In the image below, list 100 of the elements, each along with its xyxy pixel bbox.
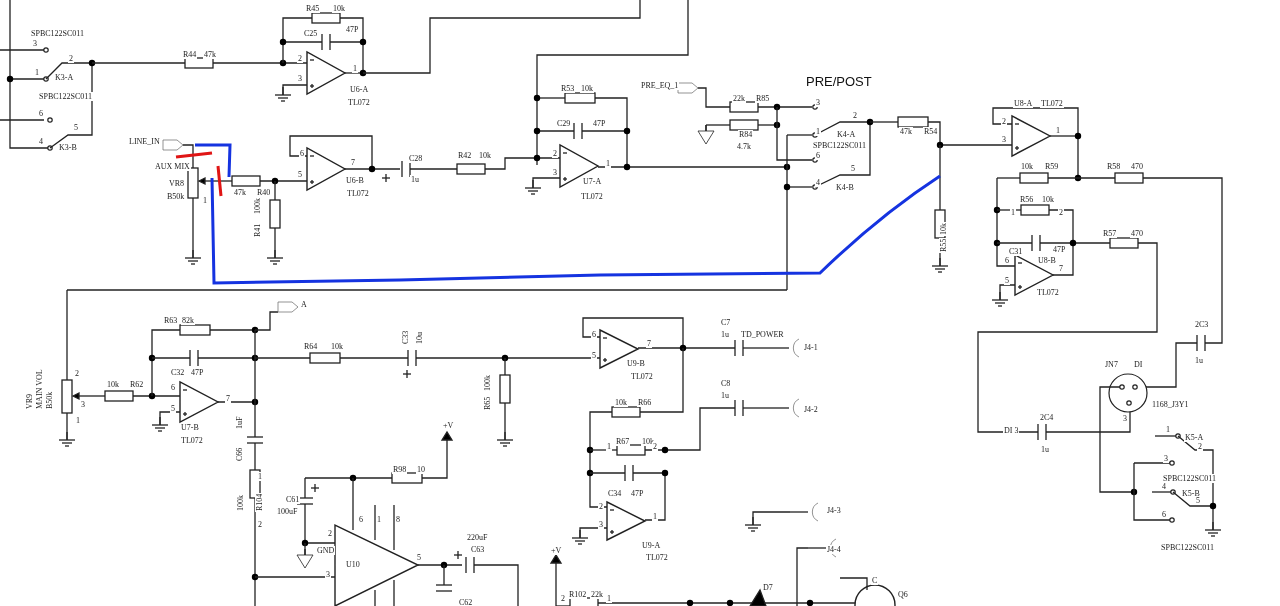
pin-number: 2 [560, 594, 566, 603]
pin-number: 3 [815, 98, 821, 107]
component-label: 100k [236, 494, 245, 512]
component-label: 1u [1194, 356, 1204, 365]
component-label: 10k [580, 84, 594, 93]
component-label: 1u [410, 175, 420, 184]
component-label: C61 [285, 495, 301, 504]
component-label: U6-A [349, 85, 370, 94]
component-label: 82k [181, 316, 195, 325]
component-label: R53 [560, 84, 576, 93]
pin-number: 4 [815, 178, 821, 187]
component-label: U9-B [626, 359, 646, 368]
component-label: R67 [615, 437, 631, 446]
component-label: TL072 [1040, 99, 1064, 108]
component-label: 47k [203, 50, 217, 59]
net-label: DI 3 [1003, 426, 1020, 435]
component-label: J4-3 [826, 506, 842, 515]
component-label: SPBC122SC011 [30, 29, 86, 38]
pin-number: 6 [38, 109, 44, 118]
heading: PRE/POST [805, 75, 873, 89]
pin-number: 3 [32, 39, 38, 48]
pin-number: 6 [1161, 510, 1167, 519]
component-label: R58 [1106, 162, 1122, 171]
pin-number: 1 [605, 159, 611, 168]
component-label: 10k [614, 398, 628, 407]
component-label: U10 [345, 560, 361, 569]
component-label: K3-A [54, 73, 75, 82]
component-label: 4.7k [736, 142, 752, 151]
component-label: U7-A [582, 177, 603, 186]
component-label: TL072 [346, 189, 370, 198]
pin-number: 3 [552, 168, 558, 177]
component-label: TL072 [580, 192, 604, 201]
component-label: U7-B [180, 423, 200, 432]
pin-number: 2 [297, 54, 303, 63]
pin-number: 1 [34, 68, 40, 77]
pin-number: 4 [38, 137, 44, 146]
component-label: J4-1 [803, 343, 819, 352]
component-label: 47P [190, 368, 205, 377]
pin-number: 5 [416, 553, 422, 562]
component-label: R84 [738, 130, 754, 139]
component-label: C34 [607, 489, 623, 498]
pin-number: 2 [257, 520, 263, 529]
pin-number: 2 [652, 442, 658, 451]
net-label: +V [550, 546, 563, 555]
component-label: R59 [1044, 162, 1060, 171]
pin-number: 3 [1001, 135, 1007, 144]
component-label: 1168_J3Y1 [1151, 400, 1190, 409]
component-label: C29 [556, 119, 572, 128]
component-label: 47k [899, 127, 913, 136]
component-label: 47P [592, 119, 607, 128]
component-label: MAIN VOL [35, 368, 44, 410]
component-label: Q6 [897, 590, 909, 599]
pin-number: 8 [395, 515, 401, 524]
component-label: R65 [483, 395, 492, 411]
pin-number: 4 [1161, 482, 1167, 491]
pin-number: 3 [1122, 414, 1128, 423]
component-label: TL072 [1036, 288, 1060, 297]
component-label: U8-A [1013, 99, 1034, 108]
component-label: R102 [568, 590, 588, 599]
pin-number: 3 [297, 74, 303, 83]
component-label: 100uF [276, 507, 299, 516]
component-label: C8 [720, 379, 732, 388]
component-label: 100k [483, 374, 492, 392]
component-label: 10 [416, 465, 426, 474]
component-label: 100k [253, 197, 262, 215]
pin-number: 1 [257, 472, 263, 481]
component-label: R44 [182, 50, 198, 59]
component-label: R42 [457, 151, 473, 160]
component-label: TL072 [180, 436, 204, 445]
net-label: +V [442, 421, 455, 430]
component-label: 2C3 [1194, 320, 1210, 329]
pin-number: 3 [1163, 454, 1169, 463]
pin-number: 7 [225, 394, 231, 403]
pin-number: 6 [1004, 256, 1010, 265]
component-label: 47P [345, 25, 360, 34]
component-label: K4-A [836, 130, 857, 139]
pin-number: 2 [552, 149, 558, 158]
pin-number: 1 [1010, 208, 1016, 217]
component-label: K3-B [58, 143, 78, 152]
component-label: 2C4 [1039, 413, 1055, 422]
pin-number: 6 [815, 151, 821, 160]
pin-number: 1 [815, 127, 821, 136]
pin-number: 1 [352, 64, 358, 73]
component-label: 10k [478, 151, 492, 160]
component-label: U6-B [345, 176, 365, 185]
component-label: U9-A [641, 541, 662, 550]
component-label: R104 [255, 492, 264, 512]
component-label: DI [1133, 360, 1144, 369]
net-label: TD_POWER [740, 330, 785, 339]
component-label: 1u [720, 391, 730, 400]
pin-number: 7 [1058, 264, 1064, 273]
pin-number: 5 [591, 351, 597, 360]
component-label: C25 [303, 29, 319, 38]
component-label: 22k [732, 94, 746, 103]
component-label: R55 [939, 237, 948, 253]
pin-number: 5 [297, 170, 303, 179]
component-label: K4-B [835, 183, 855, 192]
pin-number: 1 [652, 512, 658, 521]
component-label: J4-4 [826, 545, 842, 554]
component-label: TL072 [630, 372, 654, 381]
